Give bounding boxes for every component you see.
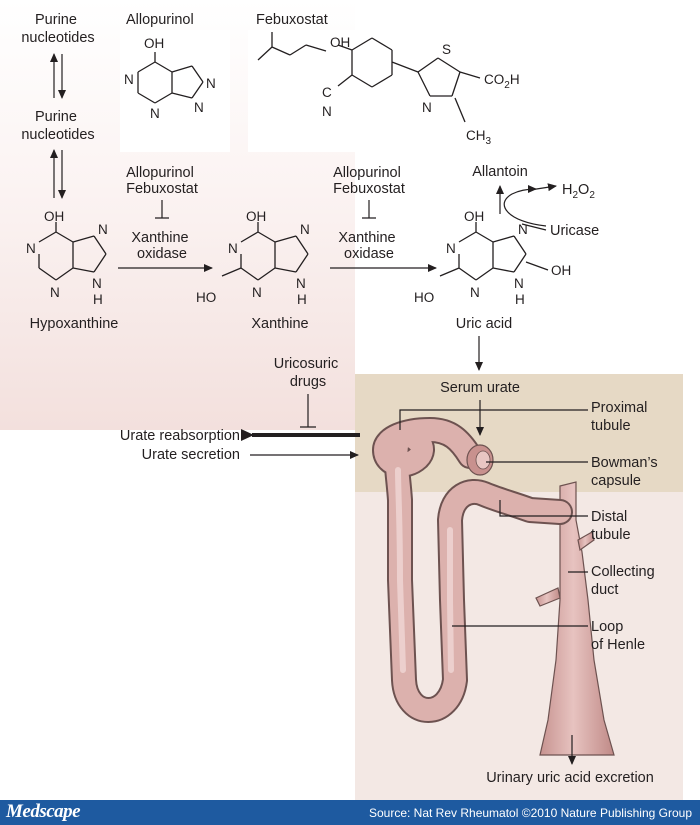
svg-text:H: H (515, 292, 525, 307)
svg-text:N: N (322, 104, 332, 119)
collecting-duct-label: Collecting duct (591, 564, 659, 598)
svg-text:N: N (518, 222, 528, 237)
collecting-duct-shape (539, 481, 615, 756)
enzyme-label-1: Xanthine oxidase (131, 230, 192, 262)
svg-text:OH: OH (551, 263, 571, 278)
uricase-label: Uricase (550, 223, 599, 239)
uricosuric-inhibition-mark (300, 394, 316, 428)
svg-text:OH: OH (44, 209, 64, 224)
serum-urate-label: Serum urate (440, 380, 520, 396)
nephron-illustration (372, 417, 615, 765)
svg-text:H: H (297, 292, 307, 307)
svg-text:N: N (422, 100, 432, 115)
uricosuric-drugs-label: Uricosuric drugs (274, 356, 342, 390)
svg-text:OH: OH (246, 209, 266, 224)
uricase-reaction-arrow (503, 185, 547, 227)
svg-text:OH: OH (330, 35, 350, 50)
febuxostat-title: Febuxostat (256, 12, 328, 28)
febuxostat-structure-box (248, 30, 528, 152)
uricase-pointer (521, 223, 547, 231)
febuxostat-structure: OH C N S N CO2H CH3 (257, 32, 520, 147)
svg-text:N: N (206, 76, 216, 91)
svg-text:HO: HO (414, 290, 434, 305)
bowmans-capsule-label: Bowman’s capsule (591, 455, 662, 489)
svg-text:N: N (124, 72, 134, 87)
svg-text:N: N (194, 100, 204, 115)
svg-text:OH: OH (144, 36, 164, 51)
distal-tubule-label: Distal tubule (591, 509, 631, 543)
inhibition-mark-2 (362, 200, 376, 219)
allopurinol-title: Allopurinol (126, 12, 194, 28)
uric-acid-structure: OH N N N N H HO OH (414, 209, 571, 307)
h2o2-label: H2O2 (562, 182, 595, 201)
uric-acid-pathway-diagram: Purine nucleotides Purine nucleotides Al… (0, 0, 683, 800)
svg-text:N: N (300, 222, 310, 237)
xanthine-label: Xanthine (251, 316, 308, 332)
allantoin-label: Allantoin (472, 164, 528, 180)
svg-text:CO2H: CO2H (484, 72, 520, 91)
enzyme-label-2: Xanthine oxidase (338, 230, 399, 262)
purine-equilibrium-arrows-2 (50, 149, 66, 199)
urate-secretion-label: Urate secretion (142, 447, 240, 463)
svg-text:C: C (322, 85, 332, 100)
h2o2-arrow (529, 183, 557, 192)
urate-reabsorption-label: Urate reabsorption (120, 428, 240, 444)
svg-text:N: N (98, 222, 108, 237)
svg-text:N: N (50, 285, 60, 300)
inhibitors-label-1: Allopurinol Febuxostat (126, 165, 198, 197)
svg-text:N: N (514, 276, 524, 291)
allopurinol-structure-box (120, 30, 230, 152)
svg-text:N: N (252, 285, 262, 300)
svg-text:N: N (296, 276, 306, 291)
footer-bar: Medscape Source: Nat Rev Rheumatol ©2010… (0, 800, 700, 825)
purine-nucleotides-top: Purine nucleotides (21, 12, 94, 46)
svg-text:N: N (92, 276, 102, 291)
loop-of-henle-label: Loop of Henle (591, 619, 645, 653)
inhibition-mark-1 (155, 200, 169, 219)
source-credit: Source: Nat Rev Rheumatol ©2010 Nature P… (368, 806, 692, 820)
uric-acid-label: Uric acid (456, 316, 512, 332)
svg-text:N: N (26, 241, 36, 256)
proximal-tubule-label: Proximal tubule (591, 400, 651, 434)
svg-text:N: N (446, 241, 456, 256)
svg-text:N: N (470, 285, 480, 300)
svg-text:OH: OH (464, 209, 484, 224)
inhibitors-label-2: Allopurinol Febuxostat (333, 165, 405, 197)
urinary-excretion-label: Urinary uric acid excretion (486, 770, 654, 786)
svg-text:S: S (442, 42, 451, 57)
medscape-logo[interactable]: Medscape (6, 801, 81, 822)
hypoxanthine-structure: OH N N N N H (26, 209, 108, 307)
purine-equilibrium-arrows-1 (50, 53, 66, 99)
purine-nucleotides-mid: Purine nucleotides (21, 109, 94, 143)
svg-text:HO: HO (196, 290, 216, 305)
allopurinol-structure: OH N N N N (124, 36, 216, 121)
svg-text:H: H (93, 292, 103, 307)
svg-text:CH3: CH3 (466, 128, 492, 147)
svg-text:N: N (150, 106, 160, 121)
hypoxanthine-label: Hypoxanthine (30, 316, 119, 332)
xanthine-structure: OH N N N N H HO (196, 209, 310, 307)
callout-lines (399, 409, 588, 627)
svg-text:N: N (228, 241, 238, 256)
